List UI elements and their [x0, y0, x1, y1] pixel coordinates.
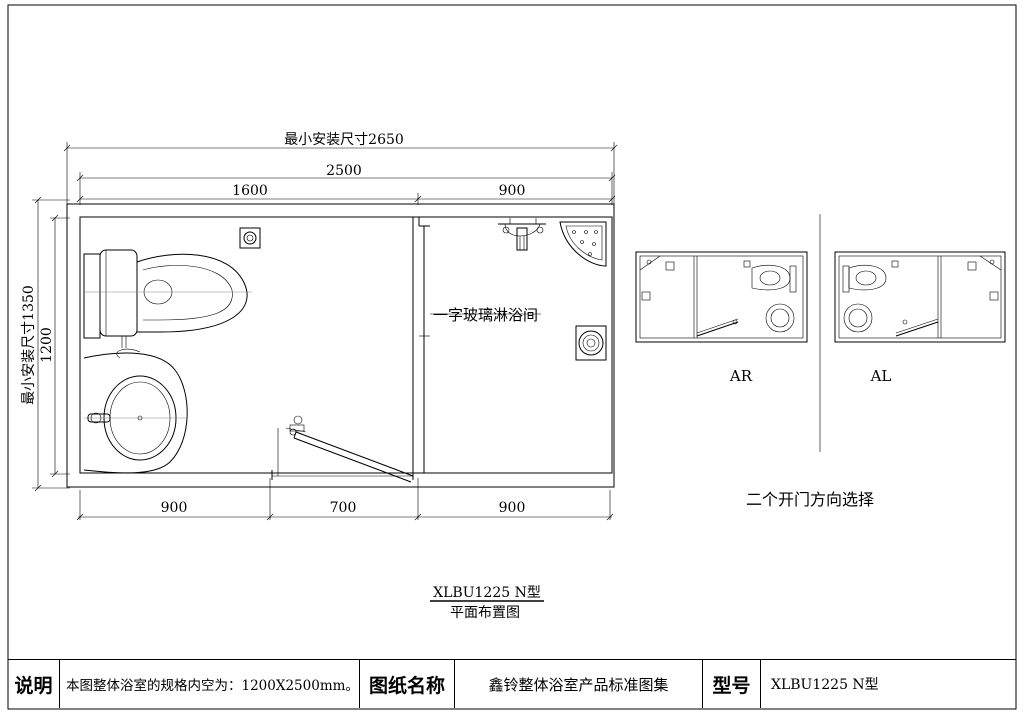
floor-drain-icon [239, 227, 261, 249]
shower-label: 一字玻璃淋浴间 [433, 306, 538, 324]
dim-bottom-3: 900 [499, 500, 526, 516]
swing-door-icon [277, 415, 414, 483]
title-block: 说明 本图整体浴室的规格内空为：1200X2500mm。 图纸名称 鑫铃整体浴室… [8, 659, 1016, 709]
dim-bottom-2: 700 [330, 500, 357, 516]
toilet-icon [83, 249, 252, 348]
model-value: XLBU1225 N型 [771, 677, 879, 693]
door-options-caption: 二个开门方向选择 [746, 490, 874, 509]
sheet-frame [7, 4, 1017, 710]
dim-height: 1200 [39, 327, 55, 363]
shower-mixer-icon [498, 218, 546, 251]
washbasin-icon [83, 348, 188, 474]
bottom-dimensions [76, 478, 614, 521]
ar-label: AR [729, 367, 753, 385]
plan-title: 平面布置图 [450, 605, 520, 621]
plan-al-thumbnail [834, 251, 1006, 343]
bathroom-walls [66, 203, 615, 488]
dim-right-width: 900 [499, 183, 526, 199]
plan-ar-thumbnail [635, 251, 808, 343]
drawing-name-header: 图纸名称 [360, 660, 455, 708]
model-label: XLBU1225 N型 [433, 585, 541, 601]
model-header: 型号 [703, 660, 761, 708]
drawing-name: 鑫铃整体浴室产品标准图集 [455, 660, 703, 708]
top-dimensions [63, 142, 618, 205]
dim-left-width: 1600 [232, 183, 268, 199]
dim-min-height: 最小安装尺寸1350 [21, 285, 37, 405]
corner-shelf-icon [559, 221, 607, 267]
note-header: 说明 [8, 660, 60, 708]
shower-drain-icon [575, 325, 607, 361]
note-text: 本图整体浴室的规格内空为：1200X2500mm。 [60, 660, 360, 708]
dim-min-width: 最小安装尺寸2650 [284, 132, 404, 148]
al-label: AL [870, 367, 892, 385]
dim-bottom-1: 900 [161, 500, 188, 516]
dim-total-width: 2500 [326, 163, 362, 179]
